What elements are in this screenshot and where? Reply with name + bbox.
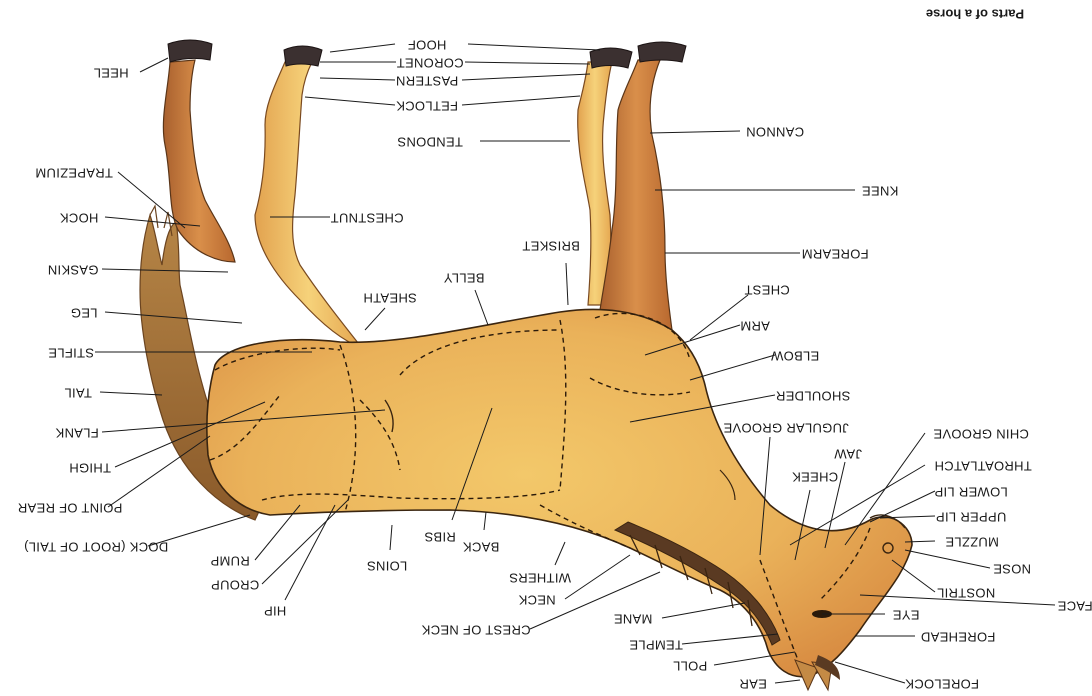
- hoof-shape-1: [168, 40, 212, 62]
- label-flank: FLANK: [55, 426, 98, 441]
- label-upper-lip: UPPER LIP: [936, 510, 1007, 525]
- fetlock-leader-line: [462, 96, 580, 105]
- label-loins: LOINS: [367, 559, 408, 574]
- label-rump: RUMP: [210, 554, 249, 569]
- label-hock: HOCK: [60, 211, 99, 226]
- label-hip: HIP: [264, 604, 287, 619]
- label-gaskin: GASKIN: [48, 263, 99, 278]
- hip-leader-line: [285, 505, 335, 600]
- heel-leader-line: [140, 58, 168, 72]
- label-poll: POLL: [673, 659, 707, 674]
- label-brisket: BRISKET: [522, 239, 580, 254]
- label-ribs: RIBS: [424, 530, 456, 545]
- label-nose: NOSE: [993, 562, 1031, 577]
- label-ear: EAR: [739, 677, 767, 692]
- label-forehead: FOREHEAD: [921, 630, 996, 645]
- ear-leader-line: [775, 680, 800, 683]
- label-stifle: STIFLE: [48, 346, 94, 361]
- mane-leader-line: [662, 603, 745, 618]
- label-leg: LEG: [71, 306, 98, 321]
- back-leader-line: [484, 512, 486, 530]
- fetlock-leader-line: [305, 97, 395, 105]
- label-hoof: HOOF: [408, 38, 447, 53]
- belly-leader-line: [475, 290, 488, 325]
- label-sheath: SHEATH: [363, 291, 417, 306]
- label-coronet: CORONET: [396, 56, 463, 71]
- label-elbow: ELBOW: [770, 349, 819, 364]
- label-cannon: CANNON: [746, 125, 804, 140]
- label-tendons: TENDONS: [397, 135, 463, 150]
- label-tail: TAIL: [64, 386, 92, 401]
- label-crest-of-neck: CREST OF NECK: [421, 623, 530, 638]
- label-jugular-groove: JUGULAR GROOVE: [723, 421, 849, 436]
- label-chestnut: CHESTNUT: [330, 211, 403, 226]
- label-pastern: PASTERN: [396, 74, 459, 89]
- label-temple: TEMPLE: [629, 638, 683, 653]
- neck-leader-line: [565, 555, 630, 599]
- label-withers: WITHERS: [509, 571, 571, 586]
- label-trapezium: TRAPEZIUM: [35, 166, 113, 181]
- hoof-shape-2: [284, 46, 322, 66]
- label-mane: MANE: [614, 612, 653, 627]
- label-croup: CROUP: [211, 578, 259, 593]
- pastern-leader-line: [462, 74, 590, 80]
- label-throatlatch: THROATLATCH: [934, 459, 1031, 474]
- label-dock: DOCK (ROOT OF TAIL): [24, 540, 168, 555]
- diagram-title: Parts of a horse: [926, 7, 1024, 22]
- label-neck: NECK: [518, 593, 555, 608]
- tail-leader-line: [100, 392, 162, 395]
- label-face: FACE: [1057, 599, 1092, 614]
- front-near-leg: [600, 60, 672, 330]
- pastern-leader-line: [320, 78, 395, 80]
- brisket-leader-line: [566, 263, 568, 305]
- sheath-leader-line: [365, 308, 385, 330]
- elbow-leader-line: [690, 355, 775, 380]
- label-lower-lip: LOWER LIP: [934, 485, 1008, 500]
- coronet-leader-line: [465, 62, 590, 64]
- rear-near-leg: [255, 62, 362, 348]
- label-back: BACK: [463, 540, 500, 555]
- label-nostril: NOSTRIL: [937, 586, 995, 601]
- label-forearm: FOREARM: [801, 247, 868, 262]
- label-arm: ARM: [740, 319, 770, 334]
- nose-leader-line: [905, 550, 990, 568]
- cannon-leader-line: [650, 131, 740, 133]
- chest-leader-line: [690, 295, 748, 340]
- label-shoulder: SHOULDER: [776, 389, 851, 404]
- loins-leader-line: [390, 525, 392, 550]
- label-thigh: THIGH: [69, 461, 111, 476]
- label-chest: CHEST: [744, 283, 790, 298]
- hoof-shape-3: [590, 48, 632, 68]
- label-cheek: CHEEK: [792, 470, 838, 485]
- label-heel: HEEL: [93, 66, 128, 81]
- label-fetlock: FETLOCK: [396, 99, 458, 114]
- withers-leader-line: [555, 542, 565, 565]
- label-chin-groove: CHIN GROOVE: [933, 427, 1029, 442]
- label-eye: EYE: [893, 608, 920, 623]
- label-muzzle: MUZZLE: [945, 535, 999, 550]
- label-jaw: JAW: [834, 447, 862, 462]
- hoof-shape-4: [638, 42, 686, 62]
- label-knee: KNEE: [862, 184, 899, 199]
- hoof-leader-line: [468, 44, 600, 50]
- label-forelock: FORELOCK: [905, 677, 979, 692]
- label-belly: BELLY: [443, 271, 484, 286]
- forelock-leader-line: [835, 662, 905, 683]
- label-point-of-rear: POINT OF REAR: [18, 501, 123, 516]
- hoof-leader-line: [330, 44, 395, 52]
